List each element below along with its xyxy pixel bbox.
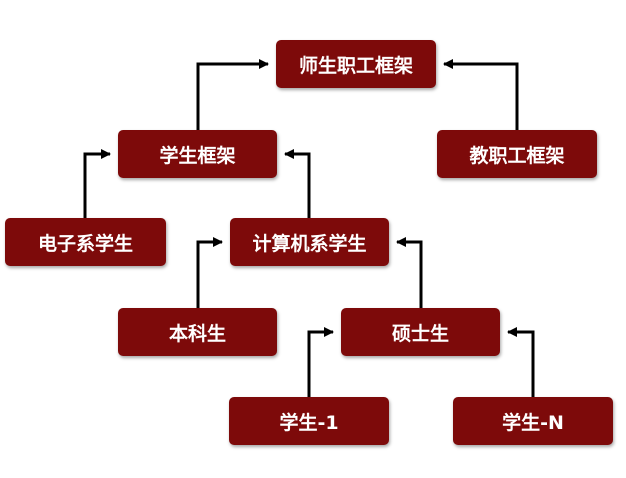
node-master: 硕士生 [341, 308, 500, 356]
node-framework: 师生职工框架 [276, 40, 436, 88]
edge-student1-to-master [307, 327, 334, 397]
edge-ee-to-student [83, 149, 111, 218]
edge-cs-to-student [284, 149, 311, 218]
edge-student-to-framework [196, 59, 269, 130]
node-staff-framework: 教职工框架 [437, 130, 597, 178]
node-ee-student: 电子系学生 [5, 218, 166, 266]
node-undergrad: 本科生 [118, 308, 277, 356]
edge-studentn-to-master [507, 327, 535, 397]
node-cs-student: 计算机系学生 [230, 218, 389, 266]
node-student-n: 学生-N [453, 397, 613, 445]
edge-master-to-cs [396, 237, 423, 308]
edge-staff-to-framework [443, 59, 519, 130]
node-student-framework: 学生框架 [118, 130, 277, 178]
edge-undergrad-to-cs [196, 237, 223, 308]
node-student-1: 学生-1 [229, 397, 389, 445]
